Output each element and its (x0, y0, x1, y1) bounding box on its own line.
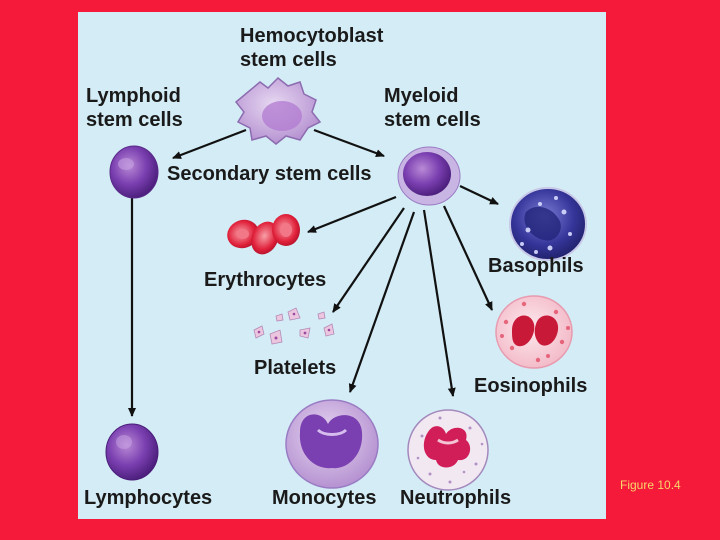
platelets-cells (253, 307, 335, 345)
diagram-panel: Hemocytoblast stem cells Lymphoid stem c… (78, 12, 606, 519)
myeloid-stem-cell (397, 146, 461, 206)
hemocytoblast-cell (234, 76, 322, 145)
arrow-to-eosinophils (443, 205, 493, 311)
lymphocyte-cell (105, 423, 159, 481)
myeloid-label: Myeloid stem cells (384, 84, 481, 132)
neutrophil-cell (407, 409, 489, 491)
figure-caption: Figure 10.4 (620, 478, 681, 492)
hemocytoblast-label-line2: stem cells (240, 49, 337, 71)
erythrocytes-cells (227, 214, 300, 255)
lymphoid-label: Lymphoid stem cells (86, 84, 183, 132)
lymphoid-label-line1: Lymphoid (86, 85, 181, 107)
hemocytoblast-label: Hemocytoblast stem cells (240, 24, 383, 72)
secondary-stem-cells-label: Secondary stem cells (167, 163, 372, 185)
hemocytoblast-label-line1: Hemocytoblast (240, 25, 384, 47)
hematopoiesis-diagram (105, 76, 587, 491)
platelets-label: Platelets (254, 357, 337, 379)
erythrocytes-label: Erythrocytes (204, 269, 327, 291)
basophils-label: Basophils (488, 255, 584, 277)
neutrophils-label: Neutrophils (400, 487, 512, 509)
arrow-to-erythrocytes (307, 195, 397, 234)
eosinophils-label: Eosinophils (474, 375, 588, 397)
myeloid-label-line2: stem cells (384, 109, 481, 131)
arrows (128, 128, 499, 417)
arrow-to-basophils (459, 185, 499, 205)
lymphocytes-label: Lymphocytes (84, 487, 213, 509)
arrow-to-platelets (332, 207, 405, 313)
monocyte-cell (285, 399, 379, 489)
arrow-to-lymphoid (172, 128, 247, 160)
arrow-to-myeloid (313, 128, 385, 158)
arrow-to-monocytes (348, 211, 416, 393)
monocytes-label: Monocytes (272, 487, 377, 509)
lymphoid-label-line2: stem cells (86, 109, 183, 131)
myeloid-label-line1: Myeloid (384, 85, 459, 107)
basophil-cell (509, 187, 587, 261)
eosinophil-cell (495, 295, 573, 369)
arrow-to-neutrophils (422, 209, 456, 397)
lymphoid-stem-cell (109, 145, 159, 199)
